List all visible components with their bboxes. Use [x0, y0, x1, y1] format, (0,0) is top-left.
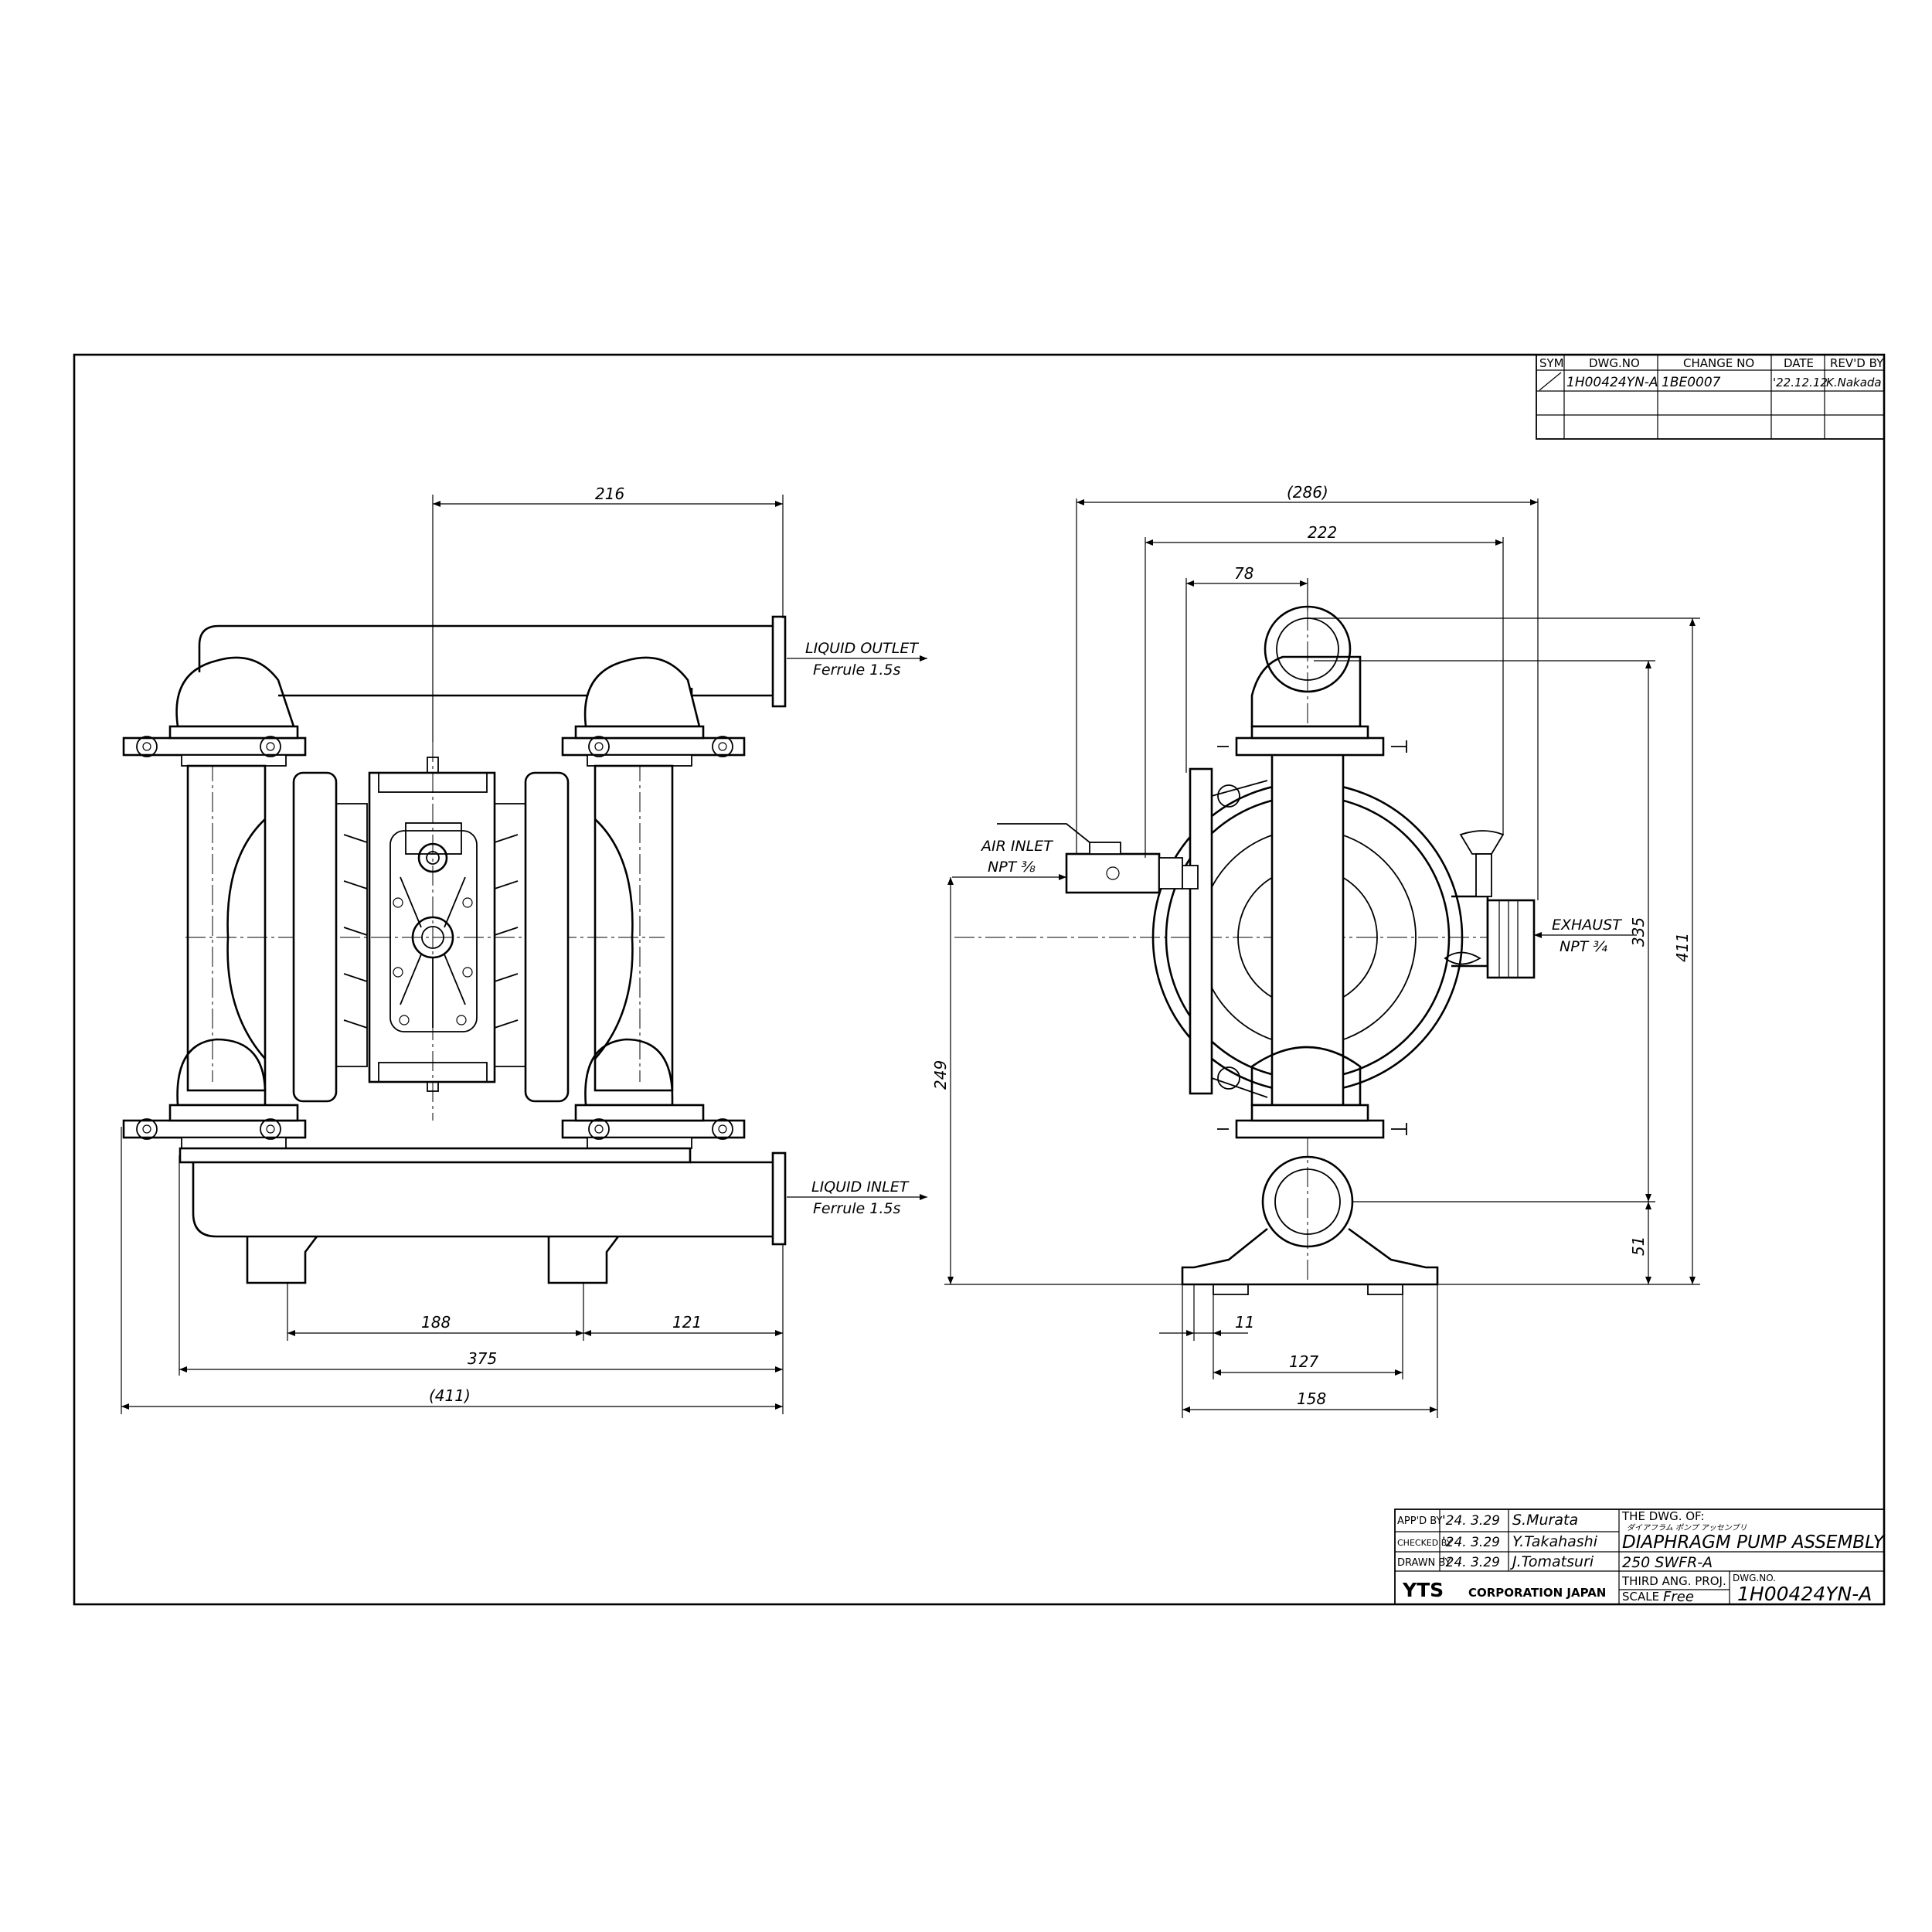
- scale-value: Free: [1663, 1589, 1694, 1605]
- rev-row-date: '22.12.12: [1773, 376, 1828, 389]
- bottom-right-clamp: [561, 1104, 746, 1149]
- inlet-sub: Ferrule 1.5s: [813, 1200, 901, 1217]
- dim-375: 375: [468, 1349, 497, 1368]
- bottom-left-clamp: [122, 1104, 307, 1149]
- dim-188: 188: [421, 1313, 451, 1332]
- side-view-dimensions: (286) 222 78 AIR INLET NPT ⅜ EXHAUST NPT…: [931, 483, 1700, 1418]
- top-right-clamp: [561, 725, 746, 767]
- dim-51: 51: [1629, 1236, 1648, 1256]
- title-japanese: ダイアフラム ポンプ アッセンブリ: [1627, 1523, 1747, 1532]
- side-view: [954, 605, 1536, 1295]
- rev-row-change-no: 1BE0007: [1662, 375, 1721, 390]
- dim-158: 158: [1297, 1389, 1326, 1408]
- outlet-label: LIQUID OUTLET: [805, 640, 919, 657]
- exhaust-label: EXHAUST: [1552, 917, 1622, 934]
- rev-row-dwg-no: 1H00424YN-A: [1566, 375, 1658, 390]
- dim-222: 222: [1308, 523, 1337, 542]
- rev-header-date: DATE: [1784, 356, 1814, 370]
- air-inlet-sub: NPT ⅜: [988, 859, 1036, 876]
- appd-date: '24. 3.29: [1442, 1513, 1500, 1529]
- dim-216: 216: [595, 485, 624, 503]
- top-left-clamp: [122, 725, 307, 767]
- company-logo: YTS: [1402, 1579, 1444, 1601]
- dim-411-front: (411): [429, 1386, 471, 1405]
- exhaust-sub: NPT ¾: [1560, 938, 1607, 955]
- revision-table: SYM DWG.NO CHANGE NO DATE REV'D BY 1H004…: [1536, 354, 1885, 440]
- checked-date: '24. 3.29: [1442, 1535, 1500, 1550]
- inlet-label: LIQUID INLET: [811, 1179, 910, 1196]
- dim-335: 335: [1629, 917, 1648, 947]
- projection: THIRD ANG. PROJ.: [1621, 1574, 1726, 1588]
- dim-249: 249: [931, 1060, 950, 1090]
- dim-127: 127: [1289, 1352, 1318, 1371]
- rev-header-revd-by: REV'D BY: [1830, 356, 1884, 370]
- appd-label: APP'D BY: [1397, 1515, 1442, 1527]
- drawing-border: [73, 353, 1886, 1606]
- drawn-name: J.Tomatsuri: [1509, 1553, 1594, 1570]
- checked-label: CHECKED BY: [1397, 1538, 1452, 1548]
- rev-header-dwg-no: DWG.NO: [1589, 356, 1640, 370]
- model-number: 250 SWFR-A: [1622, 1554, 1713, 1571]
- air-inlet-label: AIR INLET: [980, 838, 1053, 855]
- front-view: [122, 495, 787, 1284]
- dwg-no: 1H00424YN-A: [1737, 1583, 1872, 1605]
- rev-header-change-no: CHANGE NO: [1683, 356, 1754, 370]
- scale-label: SCALE: [1622, 1590, 1659, 1604]
- drawing-title: DIAPHRAGM PUMP ASSEMBLY: [1622, 1532, 1886, 1553]
- dwg-no-label: DWG.NO.: [1733, 1573, 1776, 1583]
- dim-411-side: 411: [1673, 933, 1692, 962]
- drawn-label: DRAWN BY: [1397, 1557, 1451, 1569]
- dim-11: 11: [1235, 1313, 1254, 1332]
- drawn-date: '24. 3.29: [1442, 1555, 1500, 1570]
- rev-header-sym: SYM: [1539, 356, 1564, 370]
- appd-name: S.Murata: [1512, 1512, 1578, 1529]
- title-block: APP'D BY '24. 3.29 S.Murata CHECKED BY '…: [1394, 1509, 1886, 1605]
- front-view-dimensions: 216 LIQUID OUTLET Ferrule 1.5s LIQUID IN…: [121, 485, 927, 1414]
- company-name: CORPORATION JAPAN: [1468, 1586, 1606, 1600]
- dwg-of-label: THE DWG. OF:: [1621, 1509, 1705, 1523]
- checked-name: Y.Takahashi: [1512, 1533, 1598, 1550]
- rev-row-revd-by: K.Nakada: [1826, 376, 1882, 389]
- outlet-sub: Ferrule 1.5s: [813, 662, 901, 679]
- dim-121: 121: [672, 1313, 702, 1332]
- dim-78: 78: [1234, 564, 1253, 583]
- dim-286: (286): [1287, 483, 1328, 502]
